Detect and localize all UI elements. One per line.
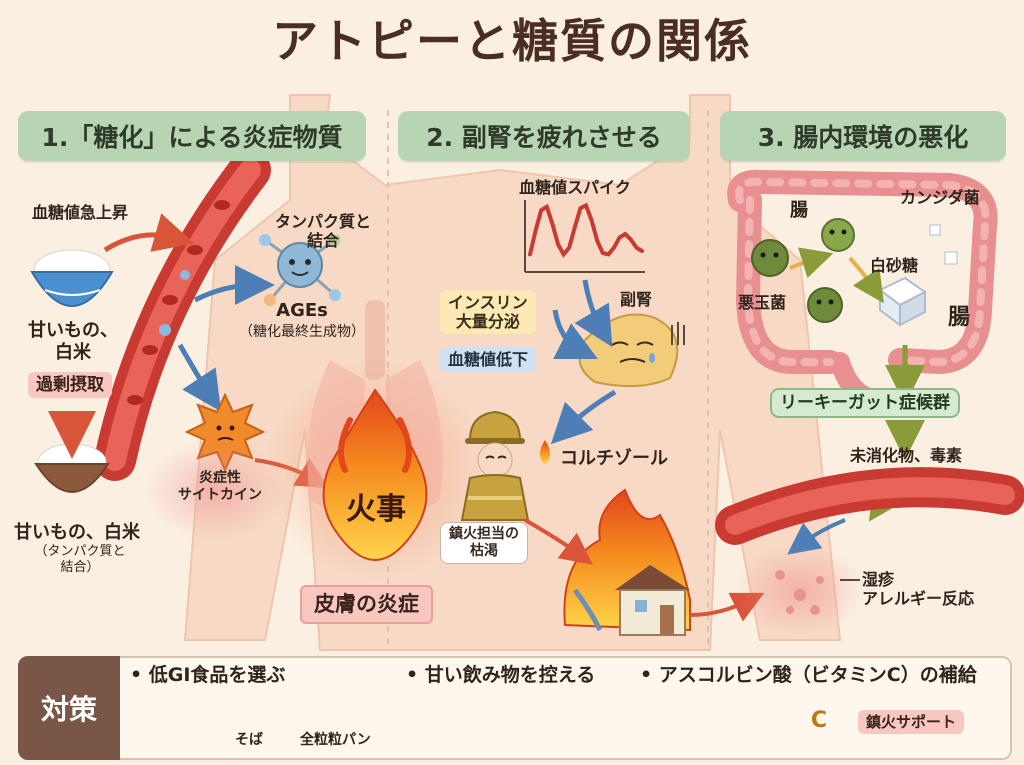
fire-support-tag: 鎮火サポート xyxy=(858,710,965,734)
protein-note: （タンパク質と 結合） xyxy=(34,544,126,575)
candida-label: カンジダ菌 xyxy=(900,188,980,207)
sweets-label-2: 甘いもの、白米 xyxy=(14,522,140,543)
whole-grain-bread-label: 全粒粒パン xyxy=(300,732,371,748)
blood-sugar-spike-line xyxy=(528,202,644,258)
spike-label: 血糖値急上昇 xyxy=(32,203,129,222)
cortisol-label: コルチゾール xyxy=(560,448,668,469)
eczema-label: 湿疹 アレルギー反応 xyxy=(862,570,975,609)
leaky-gut-tag: リーキーガット症候群 xyxy=(770,388,960,419)
page-title: アトピーと糖質の関係 xyxy=(272,14,752,68)
white-sugar-label: 白砂糖 xyxy=(870,256,919,275)
insulin-tag: インスリン 大量分泌 xyxy=(440,290,536,335)
section-header-3: 3. 腸内環境の悪化 xyxy=(720,111,1006,161)
vitamin-c-letter: C xyxy=(810,708,828,733)
adrenal-label: 副腎 xyxy=(620,290,653,309)
sweets-label: 甘いもの、 白米 xyxy=(28,320,118,363)
excess-intake-tag: 過剰摂取 xyxy=(28,372,112,399)
fire-label: 火事 xyxy=(346,492,406,527)
rice-bowl-icon xyxy=(30,249,114,307)
firefighter-icon xyxy=(460,410,530,521)
countermeasures-label: 対策 xyxy=(18,656,120,760)
countermeasures-panel xyxy=(18,656,1012,760)
ages-sub-label: （糖化最終生成物） xyxy=(239,324,365,340)
intestine-label-1: 腸 xyxy=(790,200,808,221)
soba-label: そば xyxy=(235,732,263,748)
firefighter-depletion-tag: 鎮火担当の 枯渇 xyxy=(440,522,528,564)
burning-house-icon xyxy=(563,488,691,636)
spike-chart-title: 血糖値スパイク xyxy=(519,178,631,197)
sugar-cube-icon xyxy=(878,224,958,327)
undigested-label: 未消化物、毒素 xyxy=(850,446,963,465)
cytokine-label: 炎症性 サイトカイン xyxy=(178,470,262,503)
fire-icon xyxy=(322,388,428,562)
section-header-1: 1.「糖化」による炎症物質 xyxy=(18,111,366,161)
low-gi-title: • 低GI食品を選ぶ xyxy=(130,664,286,686)
protein-bind-label: タンパク質と 結合 xyxy=(274,212,371,251)
avoid-sweet-drinks-title: • 甘い飲み物を控える xyxy=(406,664,596,686)
bad-bacteria-icon xyxy=(751,218,855,323)
skin-inflammation-tag: 皮膚の炎症 xyxy=(300,585,433,625)
intestine-label-2: 腸 xyxy=(948,305,971,330)
vitamin-c-title: • アスコルビン酸（ビタミンC）の補給 xyxy=(640,664,977,686)
ages-label: AGEs xyxy=(276,300,328,321)
ages-molecule-icon xyxy=(259,234,341,306)
bad-bacteria-label: 悪玉菌 xyxy=(738,293,787,312)
low-blood-sugar-tag: 血糖値低下 xyxy=(440,347,537,373)
brown-rice-bowl-icon xyxy=(34,443,110,493)
section-header-2: 2. 副腎を疲れさせる xyxy=(398,111,690,161)
